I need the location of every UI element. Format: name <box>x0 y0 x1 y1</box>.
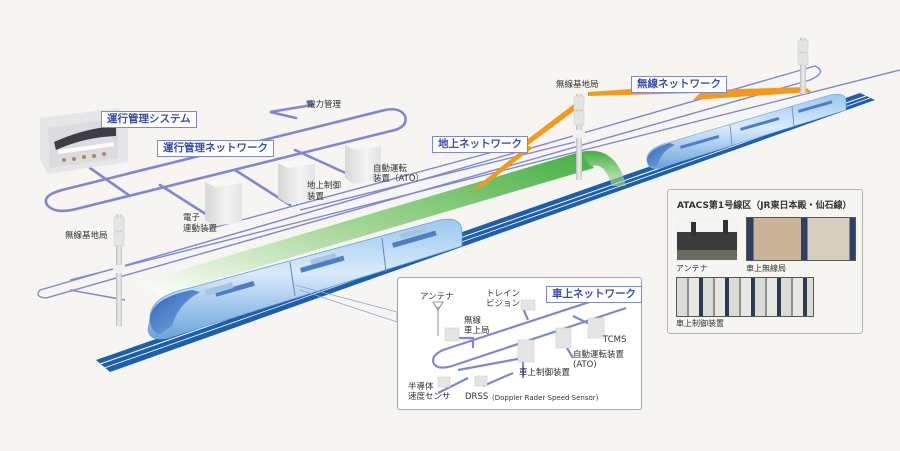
photo-onboard-control <box>676 277 814 317</box>
ground-network-lines <box>37 65 900 301</box>
label-base-station-center: 無線基地局 <box>556 80 599 90</box>
ground-network-arc <box>580 150 626 186</box>
label-ground-control-1: 地上制御 <box>307 181 342 191</box>
base-station-left <box>113 214 125 326</box>
label-operation-system: 運行管理システム <box>101 111 197 128</box>
label-radio-2: 車上局 <box>464 326 490 336</box>
operation-network-loop <box>44 107 407 213</box>
antenna-icon <box>432 301 444 311</box>
power-arrow-icon <box>306 100 316 108</box>
label-speed-sensor-2: 速度センサ <box>408 392 451 402</box>
label-onboard-ato-2: (ATO) <box>573 360 597 370</box>
tcms-box <box>587 317 605 339</box>
label-ato-2: 装置（ATO） <box>373 174 425 184</box>
train-front <box>147 218 463 340</box>
onboard-network-loop <box>431 289 627 369</box>
photo-label-onboard-control: 車上制御装置 <box>676 319 724 328</box>
label-ground-control-2: 装置 <box>307 192 325 202</box>
label-power-management: 電力管理 <box>307 100 342 110</box>
photo-label-onboard-radio: 車上無線局 <box>746 264 786 273</box>
photo-antenna <box>676 219 738 261</box>
label-speed-sensor-1: 半導体 <box>408 382 434 392</box>
label-wireless-network: 無線ネットワーク <box>631 76 727 93</box>
label-drss-full: (Doppler Rader Speed Sensor) <box>492 394 599 402</box>
atacs-panel-title: ATACS第1号線区（JR東日本殿・仙石線） <box>677 201 852 211</box>
label-ground-network: 地上ネットワーク <box>432 136 528 153</box>
ground-network-beam <box>140 152 594 296</box>
line-to-ato <box>293 148 352 177</box>
base-station-center <box>573 94 585 180</box>
label-interlocking-2: 連動装置 <box>183 224 218 234</box>
photo-label-antenna: アンテナ <box>676 264 708 273</box>
label-onboard-ato-1: 自動運転装置 <box>573 350 625 360</box>
base-station-right <box>797 38 809 94</box>
operation-network-lines <box>44 103 407 222</box>
label-drss: DRSS <box>465 392 489 402</box>
label-antenna: アンテナ <box>420 292 454 302</box>
line-to-control-room <box>88 166 132 198</box>
label-ato-1: 自動運転 <box>373 164 408 174</box>
train-vision-box <box>520 299 536 311</box>
equipment-ground-control <box>278 159 315 204</box>
onboard-network-panel: 車上ネットワーク アンテナ 無線 車上局 トレイン ビジョン TCMS 自動運転… <box>397 277 642 410</box>
onboard-radio-box <box>444 327 460 342</box>
label-tcms: TCMS <box>603 335 627 345</box>
onboard-network-diagram <box>431 289 627 394</box>
wireless-bolt-ground <box>470 104 578 192</box>
label-interlocking-1: 電子 <box>183 213 201 223</box>
equipment-ato <box>345 141 381 184</box>
label-radio-1: 無線 <box>464 316 482 326</box>
photo-onboard-radio <box>746 217 856 261</box>
equipment-electronic-interlocking <box>205 178 242 226</box>
line-to-power <box>269 103 314 120</box>
label-train-vision-2: ビジョン <box>486 299 521 309</box>
onboard-ato-box <box>555 327 572 349</box>
drss-box <box>474 375 488 387</box>
onboard-control-box <box>517 339 535 363</box>
label-train-vision-1: トレイン <box>486 289 521 299</box>
label-onboard-network: 車上ネットワーク <box>546 286 642 303</box>
speed-sensor-box <box>437 376 451 388</box>
label-operation-network: 運行管理ネットワーク <box>157 140 274 157</box>
label-onboard-control: 車上制御装置 <box>519 368 571 378</box>
atacs-photo-panel: ATACS第1号線区（JR東日本殿・仙石線） アンテナ 車上無線局 車上制御装置 <box>667 189 863 334</box>
train-rear <box>646 93 847 169</box>
label-base-station-left: 無線基地局 <box>65 231 108 241</box>
